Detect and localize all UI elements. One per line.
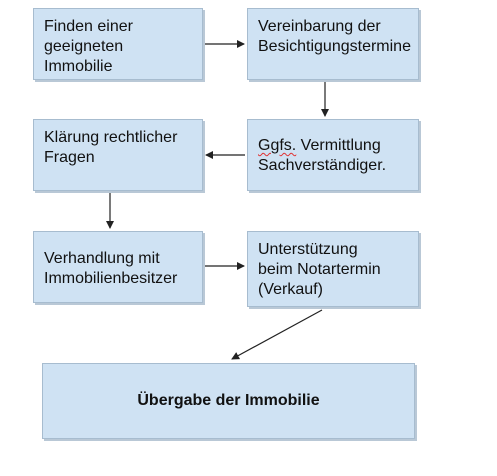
spellcheck-flagged-word: Ggfs. <box>258 137 297 154</box>
step-handover-property: Übergabe der Immobilie <box>42 363 415 439</box>
step-notary-support-line-1: Unterstützung <box>258 241 358 258</box>
step-negotiate-owner-line-1: Verhandlung mit <box>44 250 160 267</box>
step-handover-property-label: Übergabe der Immobilie <box>137 392 320 409</box>
step-notary-support-line-2: beim Notartermin <box>258 261 381 278</box>
step-find-property: Finden einer geeigneten Immobilie <box>33 8 203 80</box>
step-legal-questions-line-1: Klärung rechtlicher <box>44 129 178 146</box>
step-schedule-viewings-line-1: Vereinbarung der <box>258 18 381 35</box>
step-arrange-experts-line-2: Sachverständiger. <box>258 157 387 174</box>
step-negotiate-owner: Verhandlung mit Immobilienbesitzer <box>33 231 203 303</box>
step-notary-support-line-3: (Verkauf) <box>258 281 323 298</box>
step-find-property-line-3: Immobilie <box>44 58 113 75</box>
step-arrange-experts: Ggfs. Vermittlung Sachverständiger. <box>247 119 419 191</box>
step-find-property-line-2: geeigneten <box>44 38 124 55</box>
step-schedule-viewings-line-2: Besichtigungstermine <box>258 38 411 55</box>
arrow-notary-to-handover <box>231 309 323 360</box>
step-legal-questions: Klärung rechtlicher Fragen <box>33 119 203 191</box>
step-notary-support: Unterstützung beim Notartermin (Verkauf) <box>247 231 419 307</box>
step-arrange-experts-line-1-rest: Vermittlung <box>296 137 381 154</box>
step-negotiate-owner-line-2: Immobilienbesitzer <box>44 270 178 287</box>
step-find-property-line-1: Finden einer <box>44 18 133 35</box>
step-arrange-experts-line-1: Ggfs. Vermittlung <box>258 136 408 156</box>
step-schedule-viewings: Vereinbarung der Besichtigungstermine <box>247 8 419 80</box>
step-legal-questions-line-2: Fragen <box>44 149 95 166</box>
